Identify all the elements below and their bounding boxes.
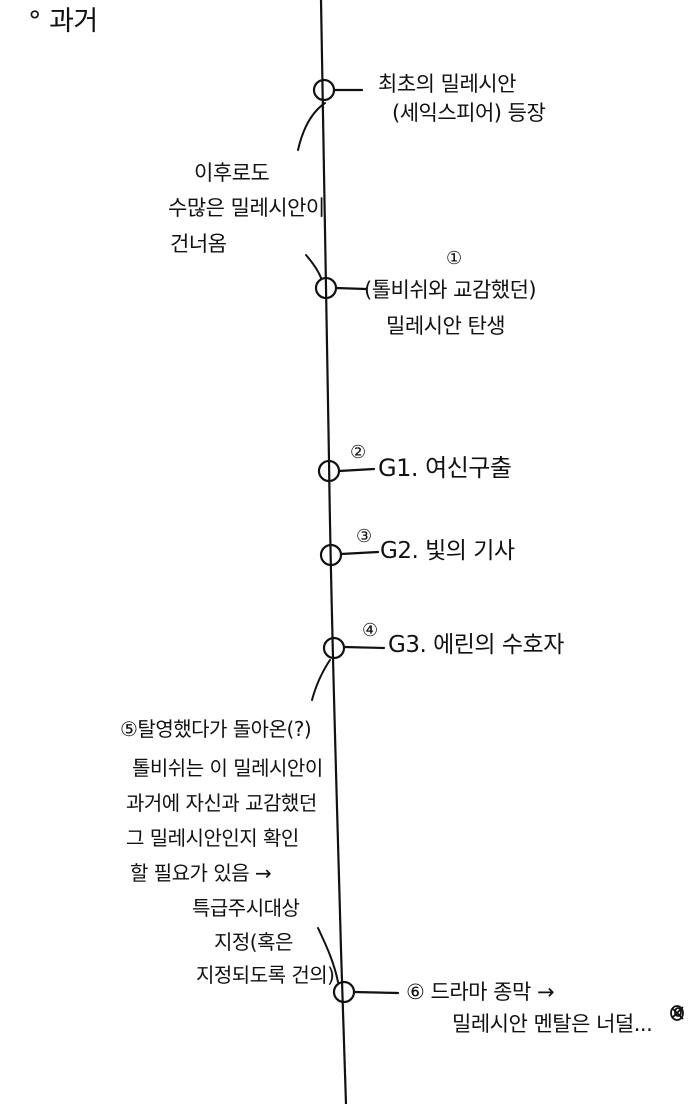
timeline-axis: [319, 0, 348, 1104]
event-label-line: 최초의 밀레시안: [378, 72, 516, 96]
bracket-curve: [317, 927, 339, 983]
event-label-line: (톨비쉬와 교감했던): [364, 278, 537, 302]
side-note-line: 특급주시대상: [192, 896, 300, 920]
connector-line: [337, 467, 376, 473]
bracket-curve: [305, 254, 322, 279]
event-number: ⑥: [406, 980, 425, 1004]
event-label-line: 밀레시안 멘탈은 너덜...: [452, 1012, 653, 1036]
connector-line: [352, 990, 400, 995]
event-number: ①: [446, 248, 462, 269]
side-note-line: 과거에 자신과 교감했던: [126, 791, 317, 815]
page-title: ° 과거: [28, 6, 98, 37]
side-note-line: 그 밀레시안인지 확인: [126, 826, 299, 850]
timeline-node: [332, 980, 356, 1004]
event-number: ④: [362, 620, 378, 641]
event-label-text: 드라마 종막 →: [430, 980, 555, 1004]
side-note-line: ⑤탈영했다가 돌아온(?): [120, 717, 312, 741]
side-note-line: 지정되도록 건의): [196, 963, 335, 987]
side-note-line: 건너옴: [170, 232, 227, 256]
event-label-line: G2. 빛의 기사: [380, 538, 515, 564]
side-note-line: 수많은 밀레시안이: [168, 196, 325, 220]
event-label-line: G1. 여신구출: [378, 454, 512, 482]
event-label-line: (세익스피어) 등장: [392, 101, 546, 125]
timeline-node: [312, 78, 336, 102]
event-label-line: ⑥ 드라마 종막 →: [406, 980, 555, 1005]
event-label-line: G3. 에린의 수호자: [388, 632, 564, 658]
event-number: ③: [356, 526, 372, 547]
connector-line: [334, 286, 368, 291]
scribble-icon: [670, 1005, 684, 1021]
side-note-line: 이후로도: [194, 161, 270, 185]
side-note-line: 톨비쉬는 이 밀레시안이: [132, 756, 323, 780]
connector-line: [339, 550, 380, 556]
event-label-line: 밀레시안 탄생: [386, 314, 506, 338]
bracket-curve: [311, 659, 331, 701]
event-number: ②: [350, 442, 366, 463]
side-note-line: 지정(혹은: [214, 930, 293, 954]
bracket-curve: [297, 102, 326, 151]
connector-line: [342, 645, 386, 650]
side-note-line: 할 필요가 있음 →: [130, 861, 272, 885]
